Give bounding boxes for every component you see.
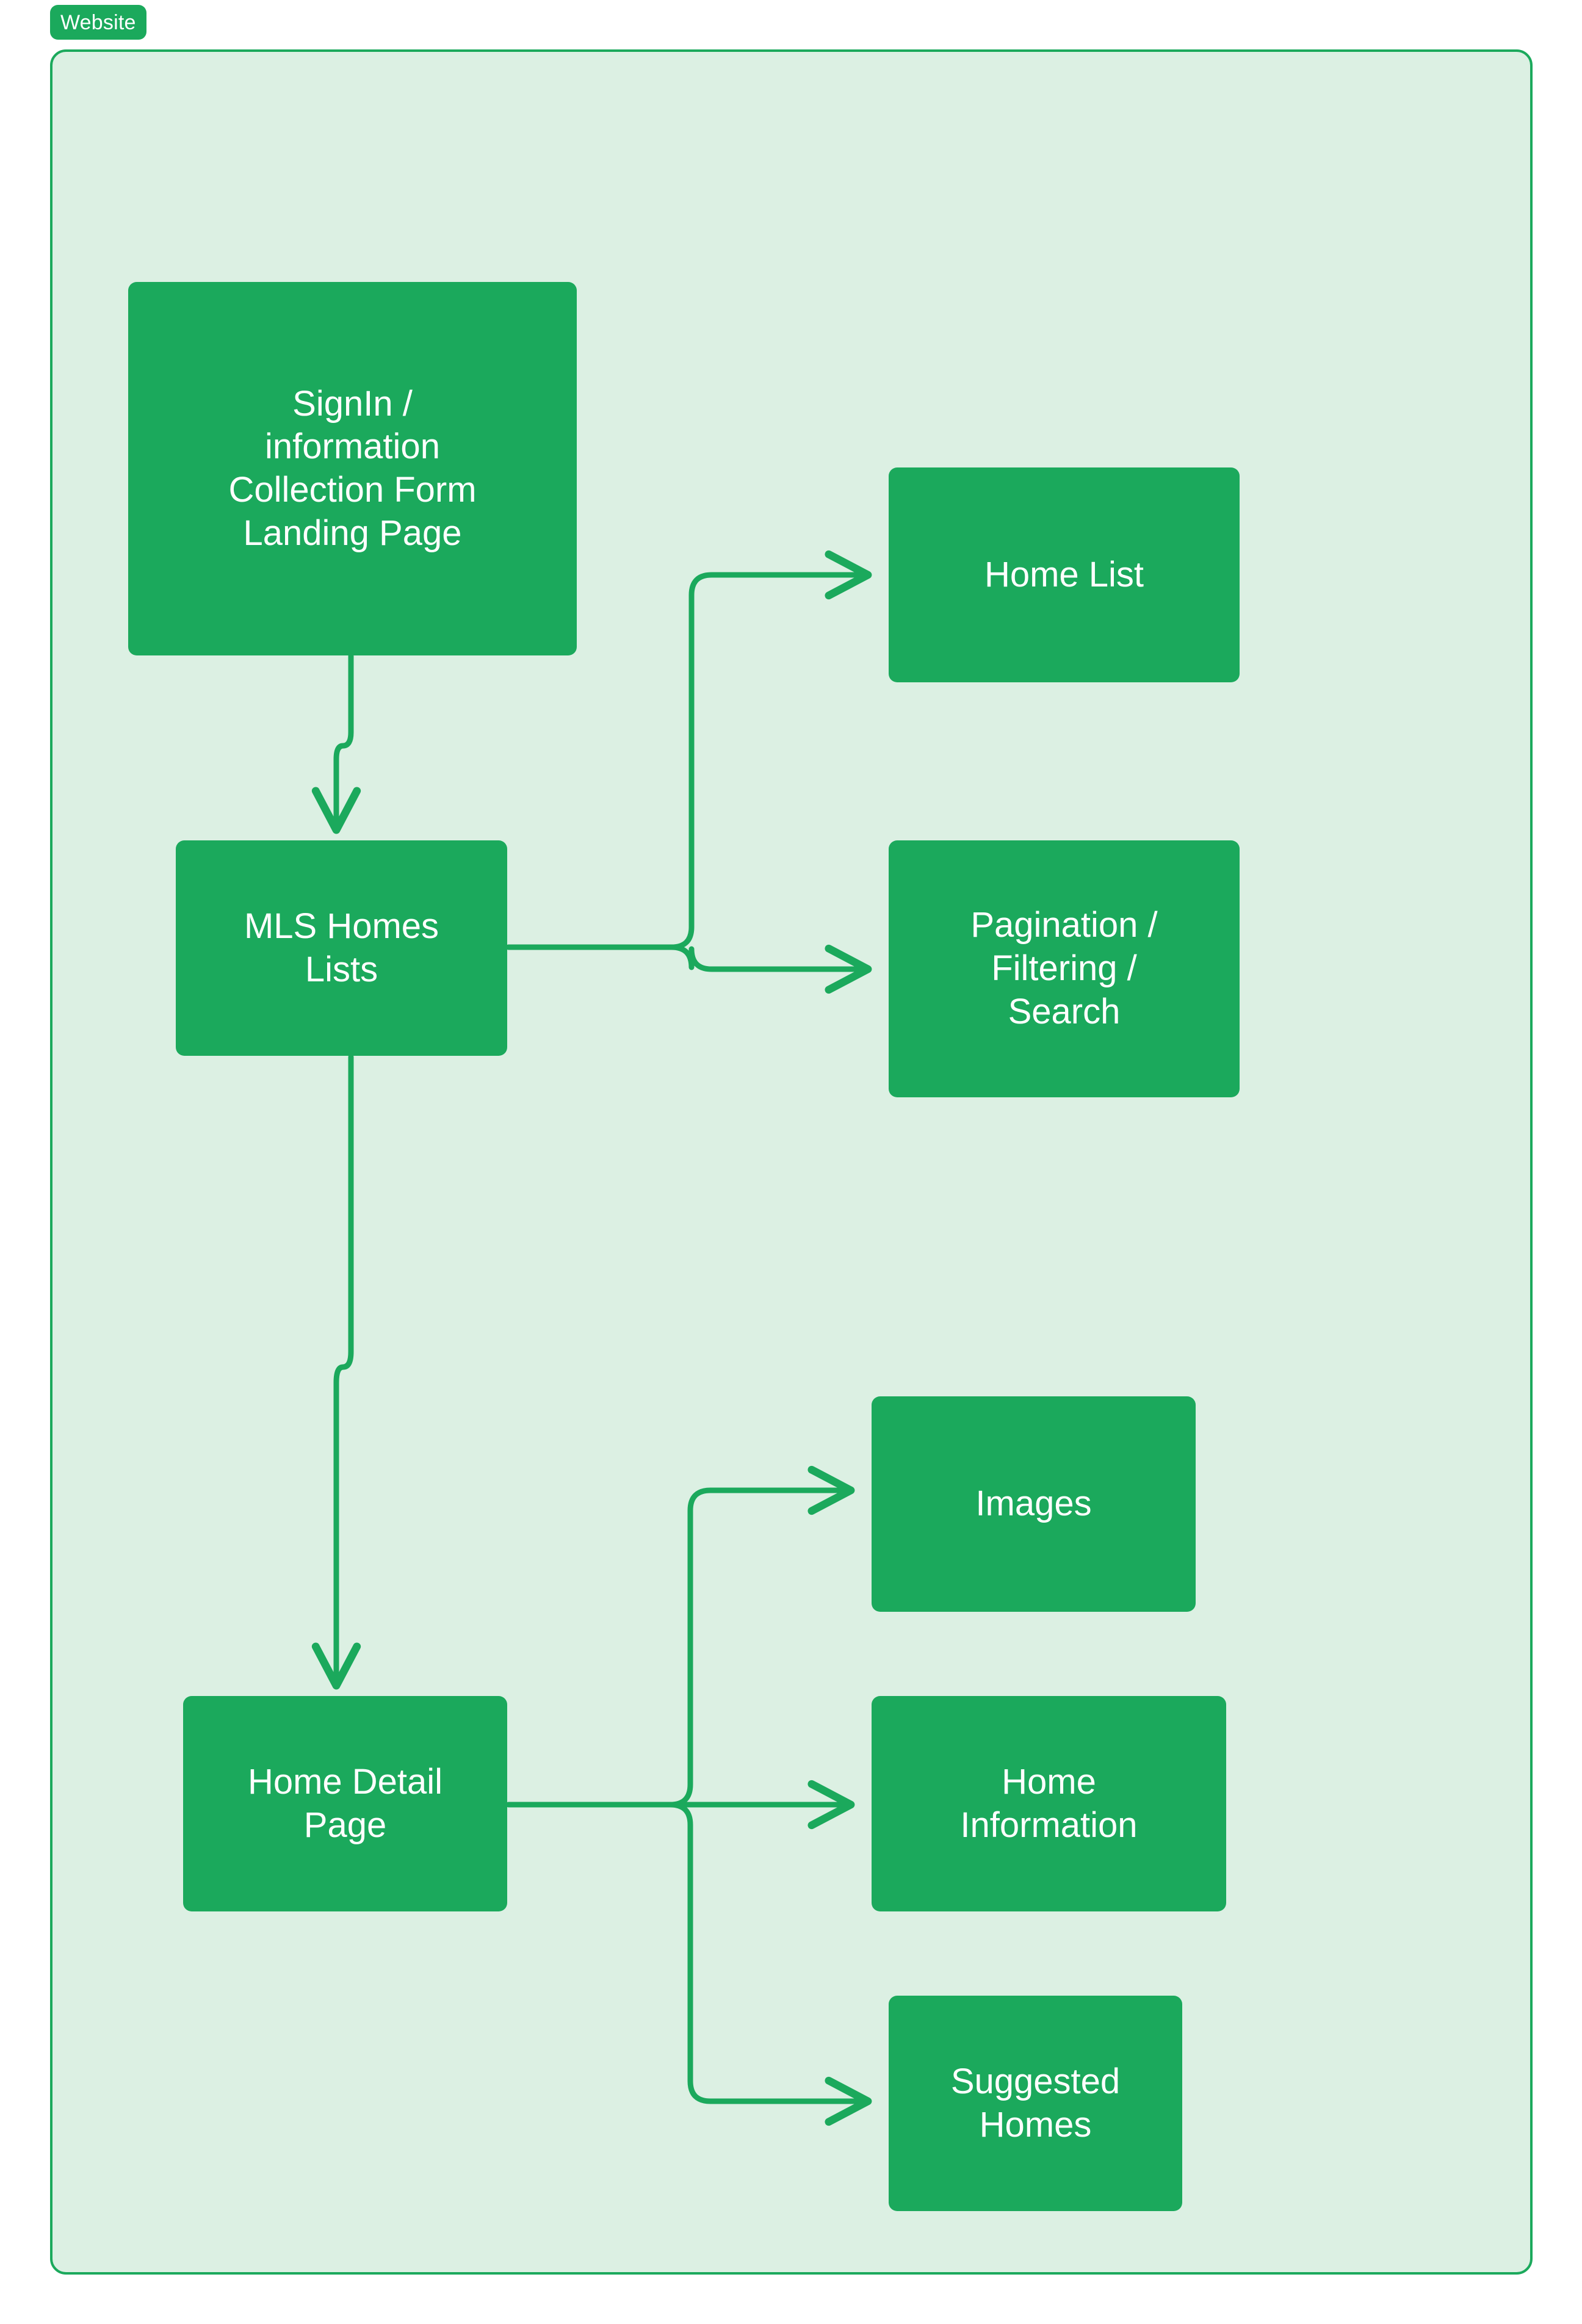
node-label: Home Information xyxy=(960,1761,1138,1845)
node-signin-landing-page[interactable]: SignIn / information Collection Form Lan… xyxy=(128,282,577,655)
node-label: MLS Homes Lists xyxy=(244,906,439,989)
node-label: Home List xyxy=(984,554,1144,594)
node-suggested-homes[interactable]: Suggested Homes xyxy=(889,1996,1182,2211)
node-images[interactable]: Images xyxy=(872,1396,1196,1612)
node-label: Pagination / Filtering / Search xyxy=(970,905,1158,1031)
node-mls-homes-lists[interactable]: MLS Homes Lists xyxy=(176,840,507,1056)
node-label: Suggested Homes xyxy=(950,2061,1121,2145)
node-label: Images xyxy=(975,1484,1092,1524)
node-label: SignIn / information Collection Form Lan… xyxy=(228,383,477,553)
node-pagination-filtering-search[interactable]: Pagination / Filtering / Search xyxy=(889,840,1240,1097)
node-label: Home Detail Page xyxy=(247,1761,443,1845)
node-home-list[interactable]: Home List xyxy=(889,467,1240,682)
node-home-detail-page[interactable]: Home Detail Page xyxy=(183,1696,507,1911)
group-label-text: Website xyxy=(60,10,136,34)
group-label-chip: Website xyxy=(50,5,146,40)
node-home-information[interactable]: Home Information xyxy=(872,1696,1226,1911)
